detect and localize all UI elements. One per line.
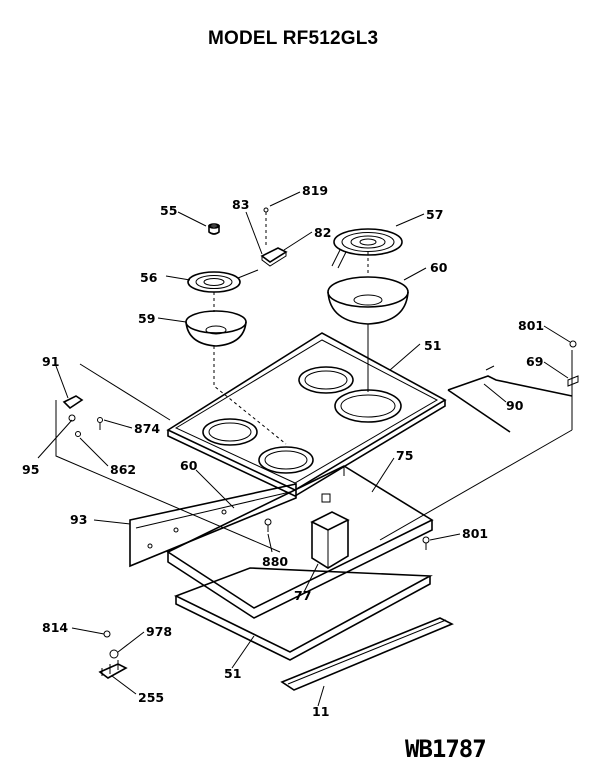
- small-drip-pan: [185, 310, 247, 347]
- callout-819: 819: [302, 183, 328, 198]
- large-surface-unit: [331, 228, 403, 269]
- callout-90: 90: [506, 398, 524, 413]
- callout-51-bottom: 51: [224, 666, 241, 681]
- callout-59: 59: [138, 311, 155, 326]
- terminal-block: [310, 493, 350, 569]
- diagram-code: WB1787: [405, 735, 487, 763]
- cooktop-panel: [166, 332, 447, 497]
- callout-978: 978: [146, 624, 172, 639]
- small-surface-unit: [187, 269, 259, 293]
- lower-left-parts: [98, 630, 128, 679]
- callout-814: 814: [42, 620, 68, 635]
- rear-bracket: [447, 340, 579, 433]
- front-panel: [129, 483, 297, 568]
- callout-874: 874: [134, 421, 160, 436]
- callout-60-top: 60: [430, 260, 448, 275]
- callout-93: 93: [70, 512, 87, 527]
- burner-box: [166, 465, 434, 619]
- callout-82: 82: [314, 225, 331, 240]
- callout-91: 91: [42, 354, 59, 369]
- callout-55: 55: [160, 203, 177, 218]
- callout-60-mid: 60: [180, 458, 198, 473]
- callout-862: 862: [110, 462, 136, 477]
- callout-77: 77: [294, 588, 311, 603]
- side-bracket: [62, 395, 103, 437]
- callout-801-mid: 801: [462, 526, 488, 541]
- callout-51-top: 51: [424, 338, 441, 353]
- lower-pan: [173, 567, 433, 661]
- screws: [264, 518, 430, 550]
- callout-801-top: 801: [518, 318, 544, 333]
- small-parts-top: [208, 207, 288, 267]
- callout-83: 83: [232, 197, 249, 212]
- trim-strip: [280, 617, 454, 691]
- callout-95: 95: [22, 462, 39, 477]
- callout-56: 56: [140, 270, 158, 285]
- callout-57: 57: [426, 207, 443, 222]
- callout-880: 880: [262, 554, 288, 569]
- callout-255: 255: [138, 690, 164, 705]
- diagram-title: MODEL RF512GL3: [208, 28, 379, 49]
- callout-labels: 55 83 819 82 57 56 60 59 51 801 69 90 91…: [22, 183, 544, 719]
- callout-11: 11: [312, 704, 329, 719]
- callout-69: 69: [526, 354, 543, 369]
- leader-lines: [37, 191, 571, 707]
- large-drip-pan: [327, 276, 409, 325]
- alignment-lines: [55, 252, 573, 553]
- callout-75: 75: [396, 448, 413, 463]
